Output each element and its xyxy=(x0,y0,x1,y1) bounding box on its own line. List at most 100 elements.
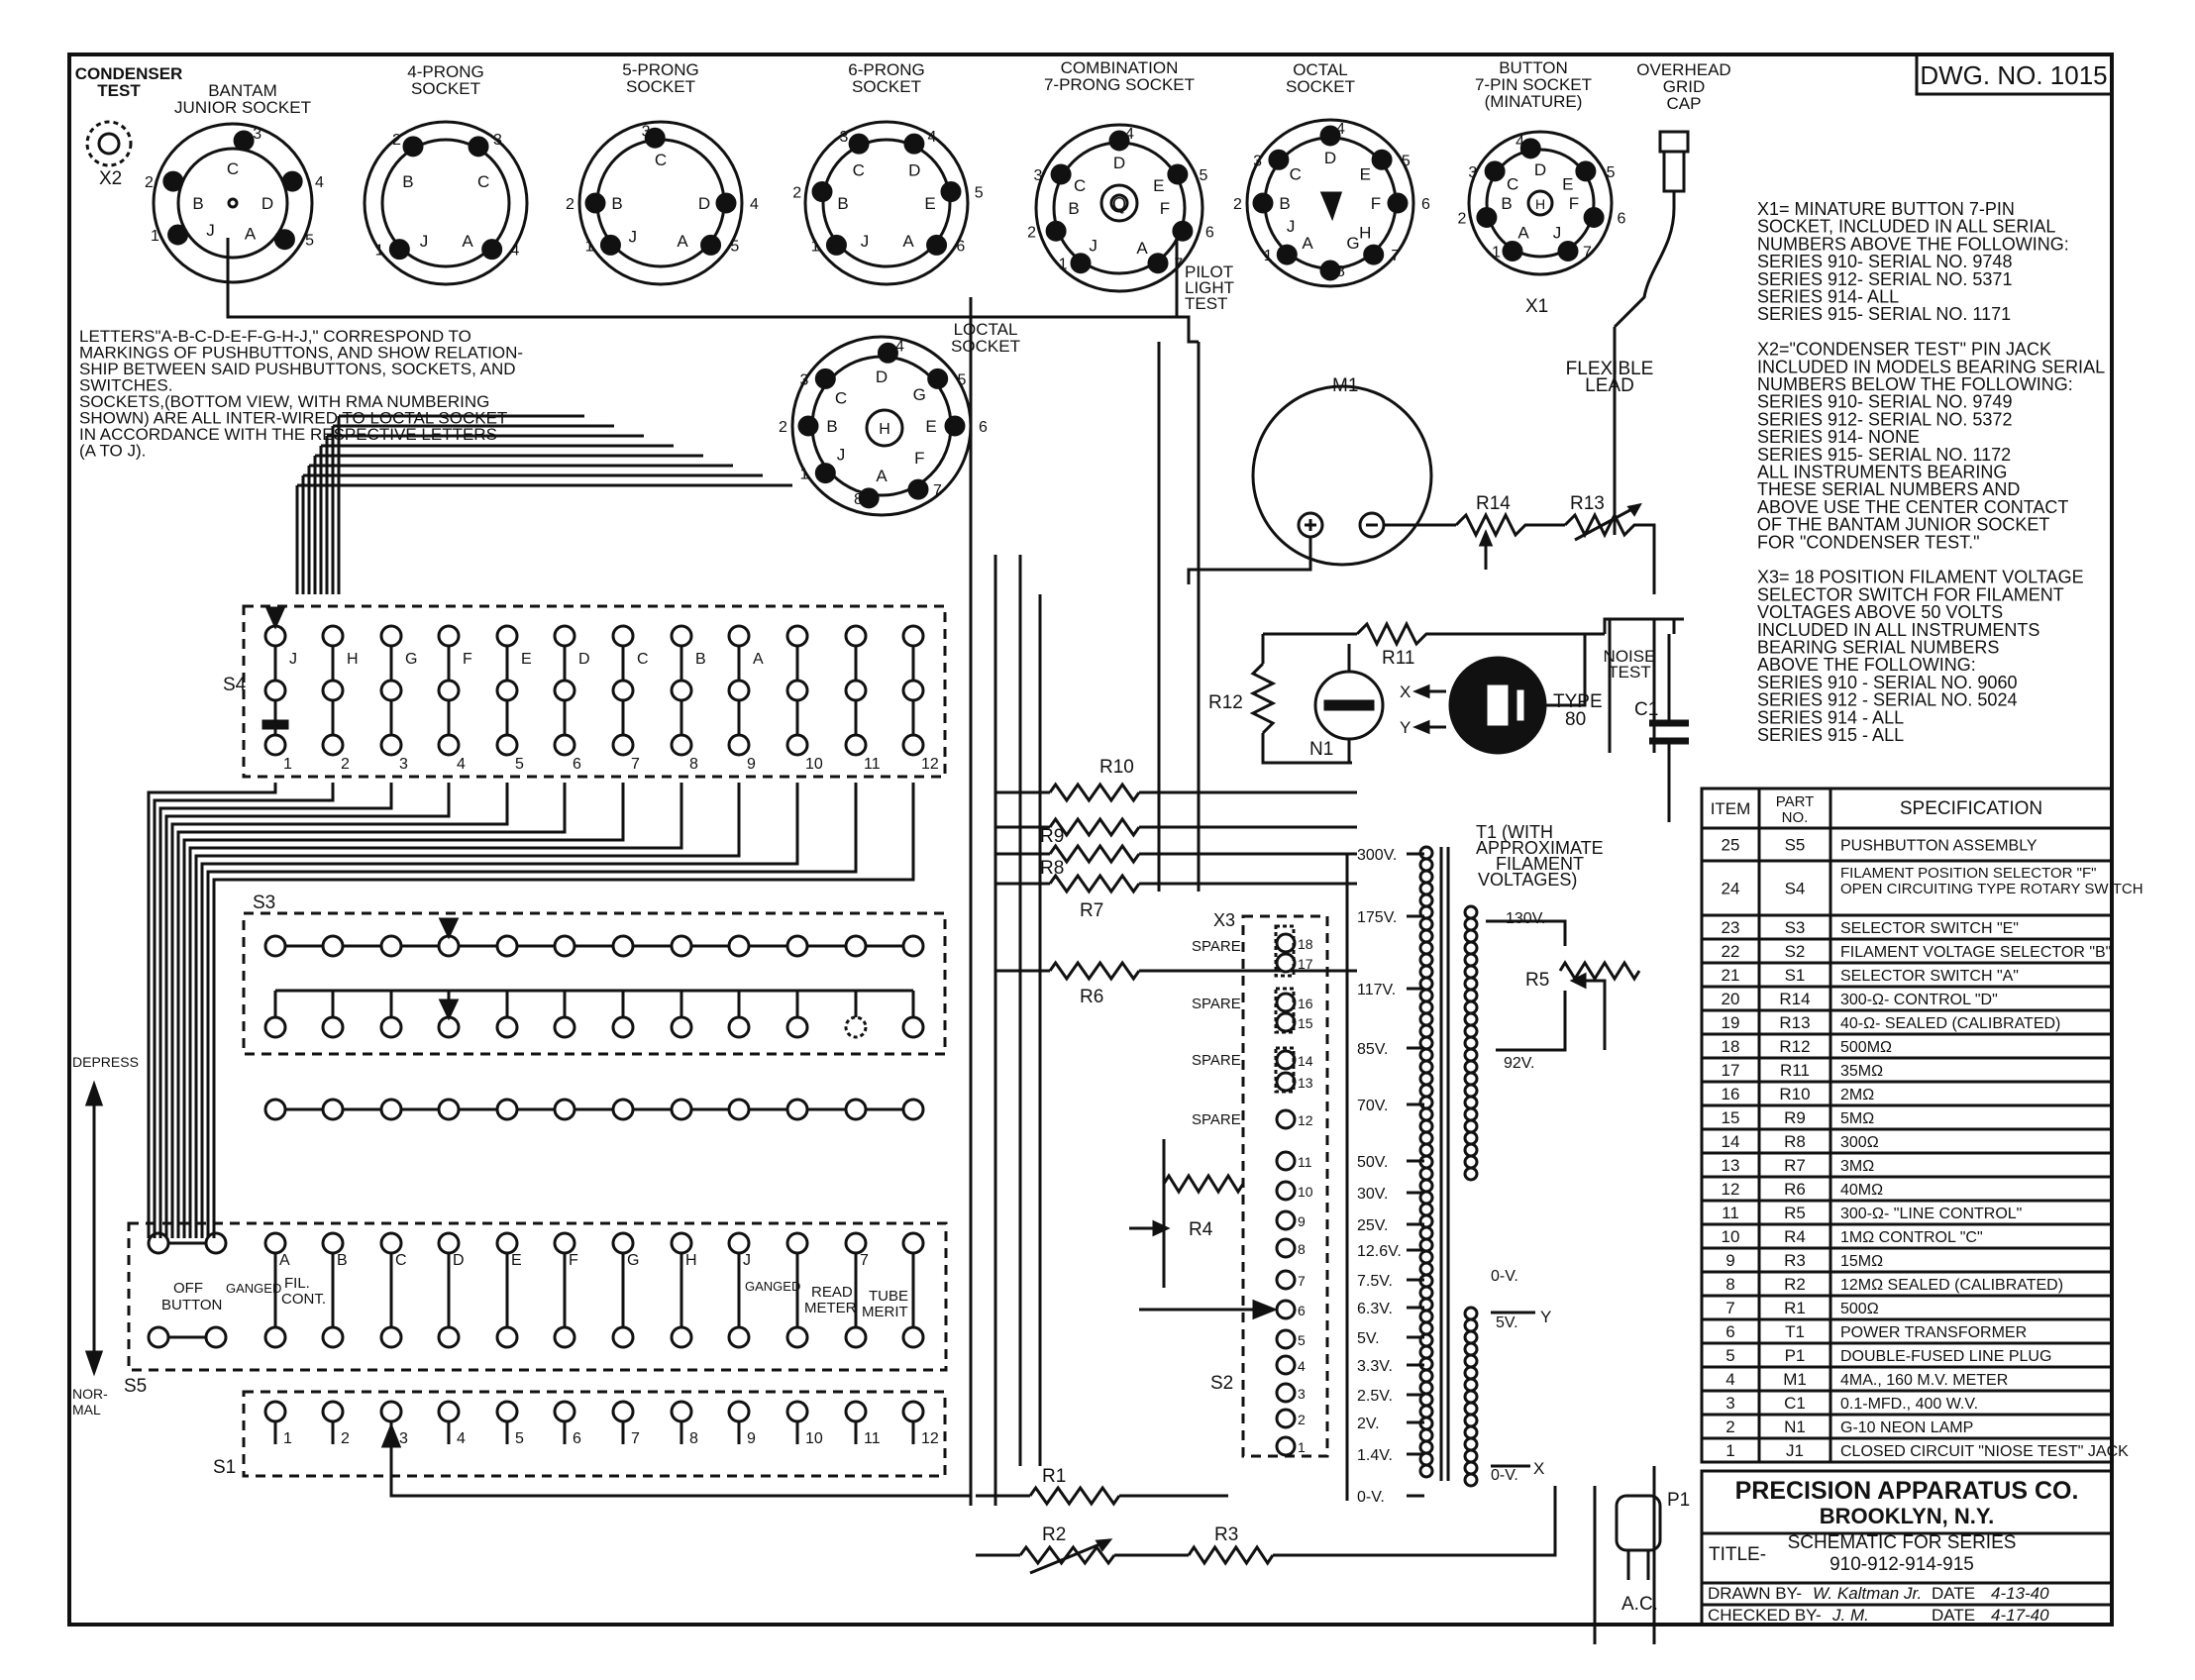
r7-label: R7 xyxy=(1080,900,1103,921)
drawn-by-signature: W. Kaltman Jr. xyxy=(1813,1584,1922,1603)
secondary-coil-hv-turn xyxy=(1463,1023,1479,1039)
s4-letter: C xyxy=(637,651,649,668)
prong5-socket-pin-2 xyxy=(584,192,606,214)
harness-wire xyxy=(153,783,335,1238)
r10-label: R10 xyxy=(1099,757,1134,778)
parts-spec: 4MA., 160 M.V. METER xyxy=(1840,1372,2008,1389)
s4-contact-mid xyxy=(785,679,809,702)
s3-contact-bottom xyxy=(553,1015,576,1039)
button-label-2: 7-PIN SOCKET xyxy=(1475,75,1592,94)
button-socket-pin-3 xyxy=(1484,160,1506,182)
primary-coil-turn xyxy=(1418,1344,1434,1360)
octal-socket-pin-letter: H xyxy=(1359,224,1371,243)
right-note-line: SERIES 915- SERIAL NO. 1172 xyxy=(1757,445,2011,465)
parts-spec: G-10 NEON LAMP xyxy=(1840,1419,1973,1436)
parts-spec: 300Ω xyxy=(1840,1134,1879,1151)
x3-contact-2 xyxy=(1275,1408,1297,1429)
harness-wire xyxy=(182,783,625,1238)
combination-socket-pin-7 xyxy=(1147,253,1169,274)
s4-number: 5 xyxy=(515,756,524,773)
parts-table-frame xyxy=(1700,787,2114,1464)
prong6-socket-pin-letter: E xyxy=(924,194,935,213)
button-socket-pin-letter: D xyxy=(1534,160,1546,179)
x3-contact-16 xyxy=(1275,992,1297,1013)
secondary-coil-hv-turn xyxy=(1463,916,1479,932)
r5-top-lead xyxy=(1486,919,1567,946)
parts-part-number: S4 xyxy=(1785,880,1806,898)
octal-label-2: SOCKET xyxy=(1286,77,1355,96)
s1-number: 5 xyxy=(515,1430,524,1447)
r12-label: R12 xyxy=(1208,692,1243,713)
spare-label-2: SPARE xyxy=(1192,1052,1241,1069)
prong5-socket-pin-number: 4 xyxy=(750,196,759,213)
bantam-socket-pin-5 xyxy=(273,229,295,251)
prong5-label-2: SOCKET xyxy=(626,77,695,96)
secondary-coil-lv-turn xyxy=(1463,1389,1479,1405)
s5-letter: 7 xyxy=(860,1252,869,1269)
s4-number: 4 xyxy=(457,756,466,773)
right-note-line: SERIES 912- SERIAL NO. 5372 xyxy=(1757,409,2012,429)
x2-label: X2 xyxy=(99,168,122,189)
primary-coil-turn xyxy=(1418,964,1434,980)
x-terminal-label: X xyxy=(1400,682,1411,701)
x3-number-4: 4 xyxy=(1298,1358,1306,1374)
type80-label-1: TYPE xyxy=(1553,691,1603,712)
r1-resistor xyxy=(1028,1485,1121,1507)
button-socket-pin-6 xyxy=(1583,206,1605,228)
depress-label: DEPRESS xyxy=(72,1054,139,1070)
x3-contact-17 xyxy=(1275,952,1297,974)
noise-test-circuit xyxy=(1249,617,1689,822)
bantam-socket-pin-2 xyxy=(162,170,184,192)
parts-spec: 35MΩ xyxy=(1840,1063,1883,1080)
secondary-coil-lv-turn xyxy=(1463,1436,1479,1452)
right-note-line: BEARING SERIAL NUMBERS xyxy=(1757,638,1999,658)
prong4-label-1: 4-PRONG xyxy=(407,62,483,81)
s3-box xyxy=(242,911,947,1056)
s4-box xyxy=(242,604,947,779)
parts-item-number: 6 xyxy=(1725,1322,1734,1341)
depress-arrow-up xyxy=(84,1080,104,1106)
parts-item-number: 25 xyxy=(1722,836,1740,855)
primary-coil-turn xyxy=(1418,1142,1434,1158)
drawn-by-label: DRAWN BY- xyxy=(1708,1584,1802,1603)
secondary-tap-3: 5V. xyxy=(1496,1314,1518,1331)
octal-socket-pin-number: 3 xyxy=(1253,153,1262,169)
parts-spec: CLOSED CIRCUIT "NIOSE TEST" JACK xyxy=(1840,1443,2129,1460)
x3-contact-13 xyxy=(1275,1071,1297,1093)
transformer-t1: T1 (WITHAPPROXIMATEFILAMENTVOLTAGES)300V… xyxy=(1139,822,1641,1506)
s3-contact-top xyxy=(321,934,345,958)
primary-coil-turn xyxy=(1418,1380,1434,1396)
s4-selector-arrow xyxy=(264,606,286,630)
octal-socket-pin-4 xyxy=(1319,125,1341,147)
s4-contact-mid xyxy=(437,679,461,702)
s5-box xyxy=(127,1221,948,1372)
parts-item-number: 21 xyxy=(1722,966,1740,985)
s4-number: 3 xyxy=(399,756,408,773)
parts-item-number: 1 xyxy=(1725,1441,1734,1460)
primary-tap-9: 7.5V. xyxy=(1357,1273,1393,1290)
checked-by-signature: J. M. xyxy=(1831,1606,1869,1625)
primary-tap-8: 12.6V. xyxy=(1357,1243,1402,1260)
prong4-socket-pin-letter: J xyxy=(420,232,429,251)
r8-resistor xyxy=(1048,843,1141,865)
loctal-socket-pin-7 xyxy=(907,478,929,500)
loctal-socket-pin-number: 8 xyxy=(854,491,863,508)
s4-contact-bottom xyxy=(727,733,751,757)
s4-contact-mid xyxy=(611,679,635,702)
s3-contact-bottom xyxy=(263,1015,287,1039)
secondary-coil-hv-turn xyxy=(1463,1035,1479,1051)
flexible-label-1: FLEXIBLE xyxy=(1566,359,1654,379)
parts-part-number: T1 xyxy=(1785,1322,1805,1341)
left-note-line: IN ACCORDANCE WITH THE RESPECTIVE LETTER… xyxy=(79,425,497,444)
s3-contact-lower xyxy=(263,1098,287,1121)
right-note-line: SERIES 910 - SERIAL NO. 9060 xyxy=(1757,673,2017,692)
prong6-socket-pin-number: 6 xyxy=(956,238,965,255)
parts-item-number: 9 xyxy=(1725,1251,1734,1270)
r4-resistor xyxy=(1162,1173,1245,1195)
parts-item-number: 19 xyxy=(1722,1013,1740,1032)
s1-contact xyxy=(727,1400,751,1423)
s4-letter: E xyxy=(521,651,532,668)
s4-number: 6 xyxy=(573,756,581,773)
